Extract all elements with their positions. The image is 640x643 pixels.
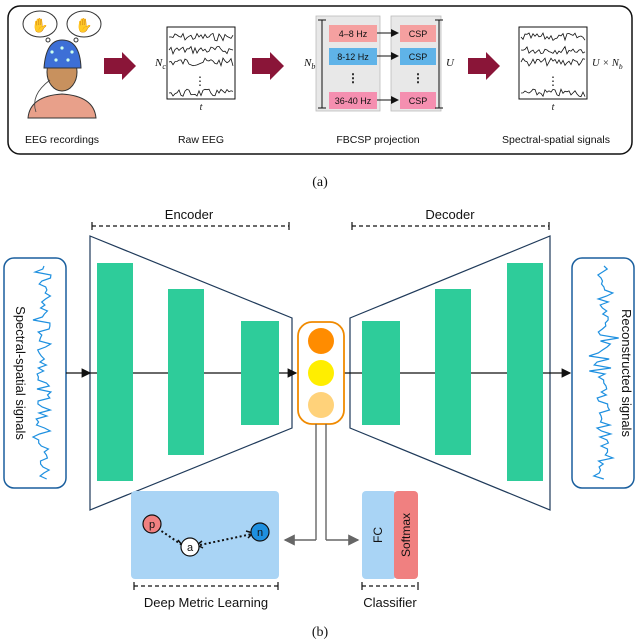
input-signal-box: Spectral-spatial signals bbox=[3, 257, 67, 489]
output-size-label: U × Nb bbox=[592, 58, 623, 71]
csp-dots: ⋮ bbox=[412, 71, 424, 85]
output-signal-box: Reconstructed signals bbox=[571, 257, 635, 489]
raw-eeg-trace-2 bbox=[168, 45, 234, 56]
output-time-label: t bbox=[552, 102, 555, 113]
raw-eeg-plot: ⋮ ⋮ Nc t bbox=[154, 26, 236, 113]
classifier-block: FC Softmax bbox=[362, 491, 418, 579]
softmax-label: Softmax bbox=[399, 513, 413, 557]
flow-arrow-3 bbox=[468, 52, 500, 80]
decoder-layer-3 bbox=[507, 263, 543, 481]
band-box-36-40hz bbox=[329, 92, 377, 109]
raw-eeg-trace-1 bbox=[168, 32, 234, 42]
classifier-label: Classifier bbox=[363, 595, 417, 610]
spectral-spatial-waves bbox=[520, 32, 586, 98]
band-dots: ⋮ bbox=[347, 71, 359, 85]
node-label-n: n bbox=[257, 527, 263, 539]
caption-a: (a) bbox=[312, 175, 328, 190]
decoder-layer-1 bbox=[362, 321, 400, 425]
anchor-node bbox=[180, 537, 200, 557]
flow-arrow-2 bbox=[252, 52, 284, 80]
hand-right-icon: ✋ bbox=[75, 17, 92, 34]
raw-eeg-vertical-dots: ⋮ bbox=[194, 74, 206, 88]
raw-eeg-time-label: t bbox=[200, 102, 203, 113]
csp-label-1: CSP bbox=[409, 29, 428, 39]
caption-b: (b) bbox=[312, 625, 329, 640]
decoder-layer-2 bbox=[435, 289, 471, 455]
spectral-spatial-plot: ⋮ U × Nb t bbox=[518, 26, 623, 113]
encoder-layer-1 bbox=[97, 263, 133, 481]
hand-left-icon: ✋ bbox=[31, 17, 48, 34]
encoder-layer-3 bbox=[241, 321, 279, 425]
band-label-8-12hz: 8-12 Hz bbox=[337, 52, 369, 62]
node-label-a: a bbox=[187, 542, 194, 554]
csp-box-2 bbox=[400, 48, 436, 65]
deep-metric-learning-box: p a n bbox=[131, 491, 279, 579]
spectral-spatial-trace-3 bbox=[520, 57, 586, 67]
softmax-layer bbox=[394, 491, 418, 579]
encoder-label: Encoder bbox=[165, 207, 214, 222]
band-label-36-40hz: 36-40 Hz bbox=[335, 96, 372, 106]
fbcsp-rows-label: Nb bbox=[303, 57, 315, 71]
band-label-4-8hz: 4–8 Hz bbox=[339, 29, 368, 39]
output-vertical-dots: ⋮ bbox=[547, 74, 559, 88]
spectral-spatial-trace-1 bbox=[520, 32, 586, 42]
latent-node-3 bbox=[308, 392, 334, 418]
output-signal-label: Reconstructed signals bbox=[619, 309, 634, 437]
fbcsp-block: Nb 4–8 Hz 8-12 Hz ⋮ 36-40 Hz CSP CSP ⋮ C… bbox=[303, 15, 455, 112]
flow-arrow-1 bbox=[104, 52, 136, 80]
csp-box-3 bbox=[400, 92, 436, 109]
csp-label-2: CSP bbox=[409, 52, 428, 62]
raw-eeg-trace-4 bbox=[168, 88, 234, 97]
output-signal-trace bbox=[588, 265, 619, 480]
fbcsp-output-label: U bbox=[446, 57, 455, 69]
encoder-layer-2 bbox=[168, 289, 204, 455]
input-signal-label: Spectral-spatial signals bbox=[13, 306, 28, 440]
panel-b: Encoder Decoder Spectral-spatial signals… bbox=[3, 207, 635, 610]
fc-layer bbox=[362, 491, 396, 579]
csp-label-3: CSP bbox=[409, 96, 428, 106]
spectral-spatial-trace-4 bbox=[520, 88, 586, 98]
anchor-negative-node bbox=[250, 522, 270, 542]
input-signal-trace bbox=[31, 265, 53, 480]
anchor-positive-node bbox=[142, 514, 162, 534]
panel-a: ✋ ✋ EEG recordings ⋮ ⋮ Nc t Raw bbox=[7, 5, 633, 155]
raw-eeg-rows-label: Nc bbox=[154, 57, 166, 71]
latent-node-1 bbox=[308, 328, 334, 354]
fc-label: FC bbox=[371, 527, 385, 543]
decoder-label: Decoder bbox=[425, 207, 475, 222]
dml-background bbox=[131, 491, 279, 579]
stage-label-fbcsp: FBCSP projection bbox=[336, 134, 419, 146]
band-box-8-12hz bbox=[329, 48, 377, 65]
node-label-p: p bbox=[149, 519, 155, 531]
eeg-subject-illustration: ✋ ✋ bbox=[22, 10, 102, 119]
spectral-spatial-trace-2 bbox=[520, 45, 586, 55]
dml-label: Deep Metric Learning bbox=[144, 595, 268, 610]
input-signal-wave bbox=[31, 265, 53, 480]
stage-label-raw-eeg: Raw EEG bbox=[178, 134, 224, 146]
csp-box-1 bbox=[400, 25, 436, 42]
band-box-4-8hz bbox=[329, 25, 377, 42]
stage-label-spectral-spatial: Spectral-spatial signals bbox=[502, 134, 610, 146]
stage-label-eeg-recordings: EEG recordings bbox=[25, 134, 99, 146]
output-signal-wave bbox=[588, 265, 619, 480]
raw-eeg-waves bbox=[168, 32, 234, 97]
raw-eeg-trace-3 bbox=[168, 57, 234, 68]
latent-node-2 bbox=[308, 360, 334, 386]
